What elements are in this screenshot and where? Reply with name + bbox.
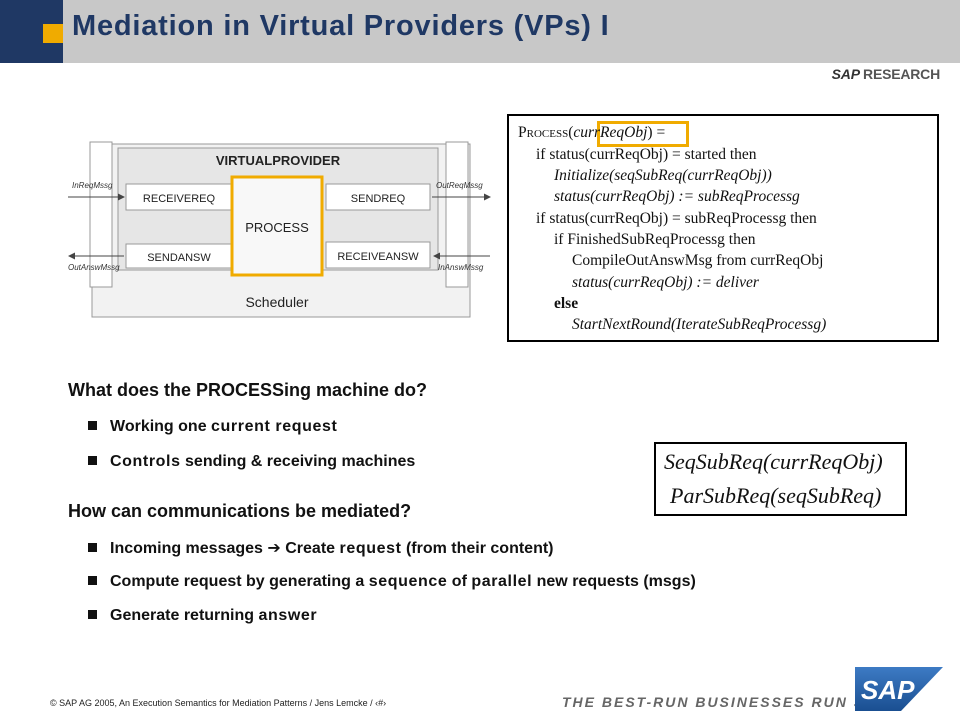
brand-suffix: RESEARCH: [863, 66, 940, 82]
receiveansw-label: RECEIVEANSW: [337, 251, 419, 263]
out-req-label: OutReqMssg: [436, 181, 483, 190]
bullet-3-post: (from their content): [401, 540, 554, 557]
receivereq-label: RECEIVEREQ: [143, 193, 216, 205]
bullet-3-emphasis: request: [339, 540, 402, 557]
header-bar: [63, 0, 960, 63]
pseudocode-box: Process(currReqObj) = if status(currReqO…: [507, 114, 939, 342]
bullet-4-mid: of: [447, 573, 472, 590]
in-req-label: InReqMssg: [72, 181, 113, 190]
process-label: PROCESS: [245, 220, 309, 235]
code-line-8: status(currReqObj) := deliver: [572, 274, 759, 291]
code-line-2: if status(currReqObj) = started then: [536, 146, 757, 163]
header-accent-square: [43, 24, 63, 43]
sap-research-logo: SAP RESEARCH: [831, 66, 941, 82]
virtual-provider-diagram: Scheduler VIRTUALPROVIDER RECEIVEREQ SEN…: [68, 141, 491, 318]
footer-tagline: THE BEST-RUN BUSINESSES RUN SAP: [562, 694, 889, 710]
receiveansw-box: [325, 241, 431, 269]
code-line-3: Initialize(seqSubReq(currReqObj)): [554, 167, 772, 184]
code-line-1-end: ) =: [647, 124, 666, 141]
bullet-square-icon: [88, 421, 97, 431]
sap-logo-text: SAP: [861, 675, 915, 705]
question-2: How can communications be mediated?: [68, 501, 412, 521]
bullet-3: Incoming messages ➔ Create request (from…: [88, 538, 554, 558]
brand-text: SAP: [831, 66, 860, 82]
bullet-5-emphasis: answer: [258, 607, 318, 624]
sendansw-label: SENDANSW: [147, 252, 211, 264]
bullet-4-emphasis-2: parallel: [471, 573, 533, 590]
bullet-2-text: sending & receiving machines: [180, 453, 416, 470]
bullet-4-emphasis-1: sequence: [368, 573, 448, 590]
formula-box: SeqSubReq(currReqObj) ParSubReq(seqSubRe…: [654, 442, 907, 516]
bullet-4-text: Compute request by generating a: [110, 573, 369, 590]
virtualprovider-label: VIRTUALPROVIDER: [216, 153, 341, 168]
bullet-3-mid: Create: [280, 540, 340, 557]
footer-text: SAP AG 2005, An Execution Semantics for …: [59, 698, 376, 708]
footer-copyright: © SAP AG 2005, An Execution Semantics fo…: [50, 698, 386, 708]
bullet-4-post: new requests (msgs): [532, 573, 696, 590]
code-line-4: status(currReqObj) := subReqProcessg: [554, 188, 800, 205]
scheduler-label: Scheduler: [245, 294, 308, 310]
sendreq-box: [325, 183, 431, 211]
code-line-5: if status(currReqObj) = subReqProcessg t…: [536, 210, 817, 227]
code-line-1: Process(currReqObj) =: [518, 124, 665, 142]
arrow-right-icon: ➔: [267, 540, 281, 557]
receivereq-box: [125, 183, 233, 211]
bullet-2-emphasis: Controls: [110, 453, 181, 470]
left-side-bar: [89, 141, 113, 288]
bullet-3-text: Incoming messages: [110, 540, 268, 557]
bullet-2: Controls sending & receiving machines: [88, 453, 415, 471]
process-box: [230, 175, 324, 277]
code-line-10: StartNextRound(IterateSubReqProcessg): [572, 316, 827, 333]
code-line-9: else: [554, 295, 579, 312]
right-side-bar: [445, 141, 469, 288]
bullet-1-text: Working one: [110, 418, 212, 435]
slide-title: Mediation in Virtual Providers (VPs) I: [72, 10, 610, 42]
curr-req-obj-arg: currReqObj: [573, 124, 648, 141]
page-number: ‹#›: [375, 698, 387, 708]
code-line-7: CompileOutAnswMsg from currReqObj: [572, 252, 824, 269]
bullet-5-text: Generate returning: [110, 607, 259, 624]
bullet-square-icon: [88, 576, 97, 586]
bullet-1: Working one current request: [88, 418, 337, 436]
question-1: What does the PROCESSing machine do?: [68, 380, 428, 400]
sap-logo: SAP: [855, 667, 943, 711]
formula-line-1: SeqSubReq(currReqObj): [664, 449, 883, 474]
curr-req-obj-highlight: [597, 121, 689, 147]
process-keyword: Process(: [518, 124, 574, 141]
formula-line-2: ParSubReq(seqSubReq): [670, 483, 882, 508]
bullet-square-icon: [88, 543, 97, 553]
bullet-square-icon: [88, 456, 97, 466]
sendansw-box: [125, 243, 233, 269]
sendreq-label: SENDREQ: [351, 193, 406, 205]
bullet-5: Generate returning answer: [88, 607, 317, 625]
bullet-square-icon: [88, 610, 97, 620]
bullet-4: Compute request by generating a sequence…: [88, 573, 696, 591]
bullet-1-emphasis: current request: [211, 418, 338, 435]
in-answ-label: InAnswMssg: [438, 263, 484, 272]
code-line-6: if FinishedSubReqProcessg then: [554, 231, 756, 248]
out-answ-label: OutAnswMssg: [68, 263, 120, 272]
copyright-symbol: ©: [50, 698, 57, 708]
